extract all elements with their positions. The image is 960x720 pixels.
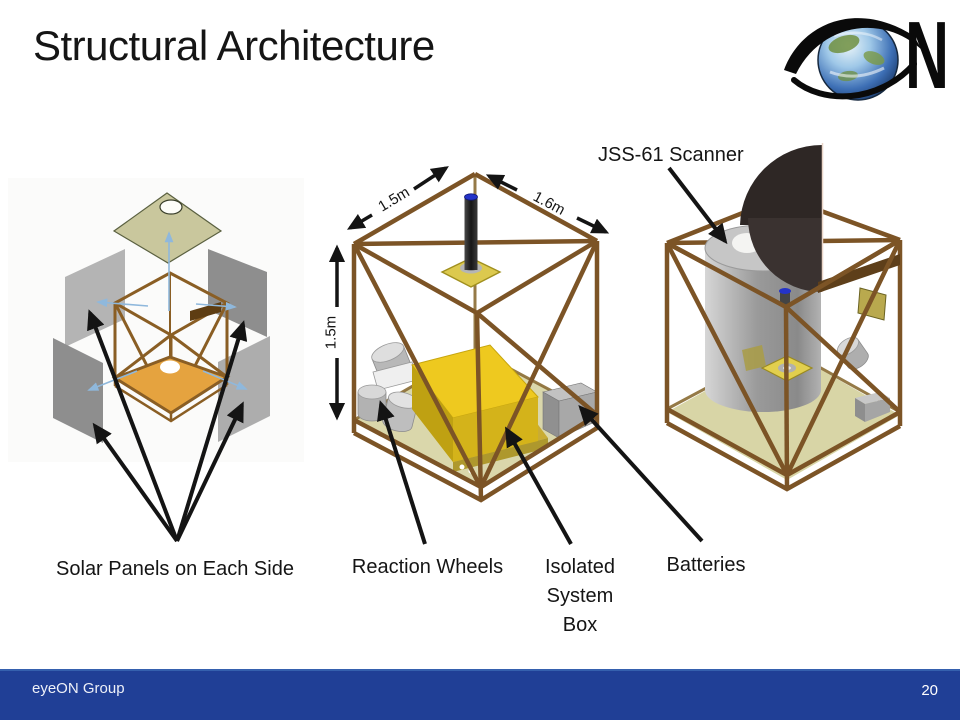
solar-panel-lower-left bbox=[53, 338, 103, 443]
caption-solar-panels: Solar Panels on Each Side bbox=[56, 558, 294, 580]
antenna bbox=[440, 193, 502, 288]
eye-icon bbox=[784, 18, 922, 100]
dimension-label-height: 1.5m bbox=[322, 315, 340, 350]
scanner-cube-render bbox=[664, 143, 903, 492]
dimension-arrows bbox=[328, 166, 610, 421]
exploded-view-render bbox=[8, 178, 304, 462]
logo-letter-n: N bbox=[905, 8, 949, 108]
frame-cube-render bbox=[328, 166, 610, 503]
frame-notch bbox=[190, 302, 221, 321]
scanner-front-frame bbox=[665, 238, 903, 492]
eyeon-logo: N bbox=[784, 8, 949, 108]
battery-box bbox=[542, 382, 598, 439]
top-panel-hole bbox=[159, 199, 183, 215]
caption-reaction-wheels: Reaction Wheels bbox=[351, 556, 504, 578]
footer-group-label: eyeON Group bbox=[32, 680, 125, 697]
caption-batteries: Batteries bbox=[666, 554, 746, 576]
base-hole bbox=[160, 360, 180, 374]
top-panel bbox=[112, 192, 223, 264]
caption-jss-scanner: JSS-61 Scanner bbox=[598, 144, 744, 166]
caption-isolated-system-box: Isolated System Box bbox=[544, 556, 616, 636]
solar-panel-upper-left bbox=[65, 249, 125, 347]
page-title: Structural Architecture bbox=[33, 22, 435, 69]
footer-page-number: 20 bbox=[921, 682, 938, 699]
scanner-blades bbox=[740, 143, 824, 292]
callout-arrows bbox=[87, 166, 728, 545]
footer-bar: eyeON Group 20 bbox=[0, 669, 960, 720]
frame-plank bbox=[818, 254, 900, 293]
earth-icon bbox=[817, 19, 899, 101]
solar-panel-upper-right bbox=[208, 249, 267, 337]
